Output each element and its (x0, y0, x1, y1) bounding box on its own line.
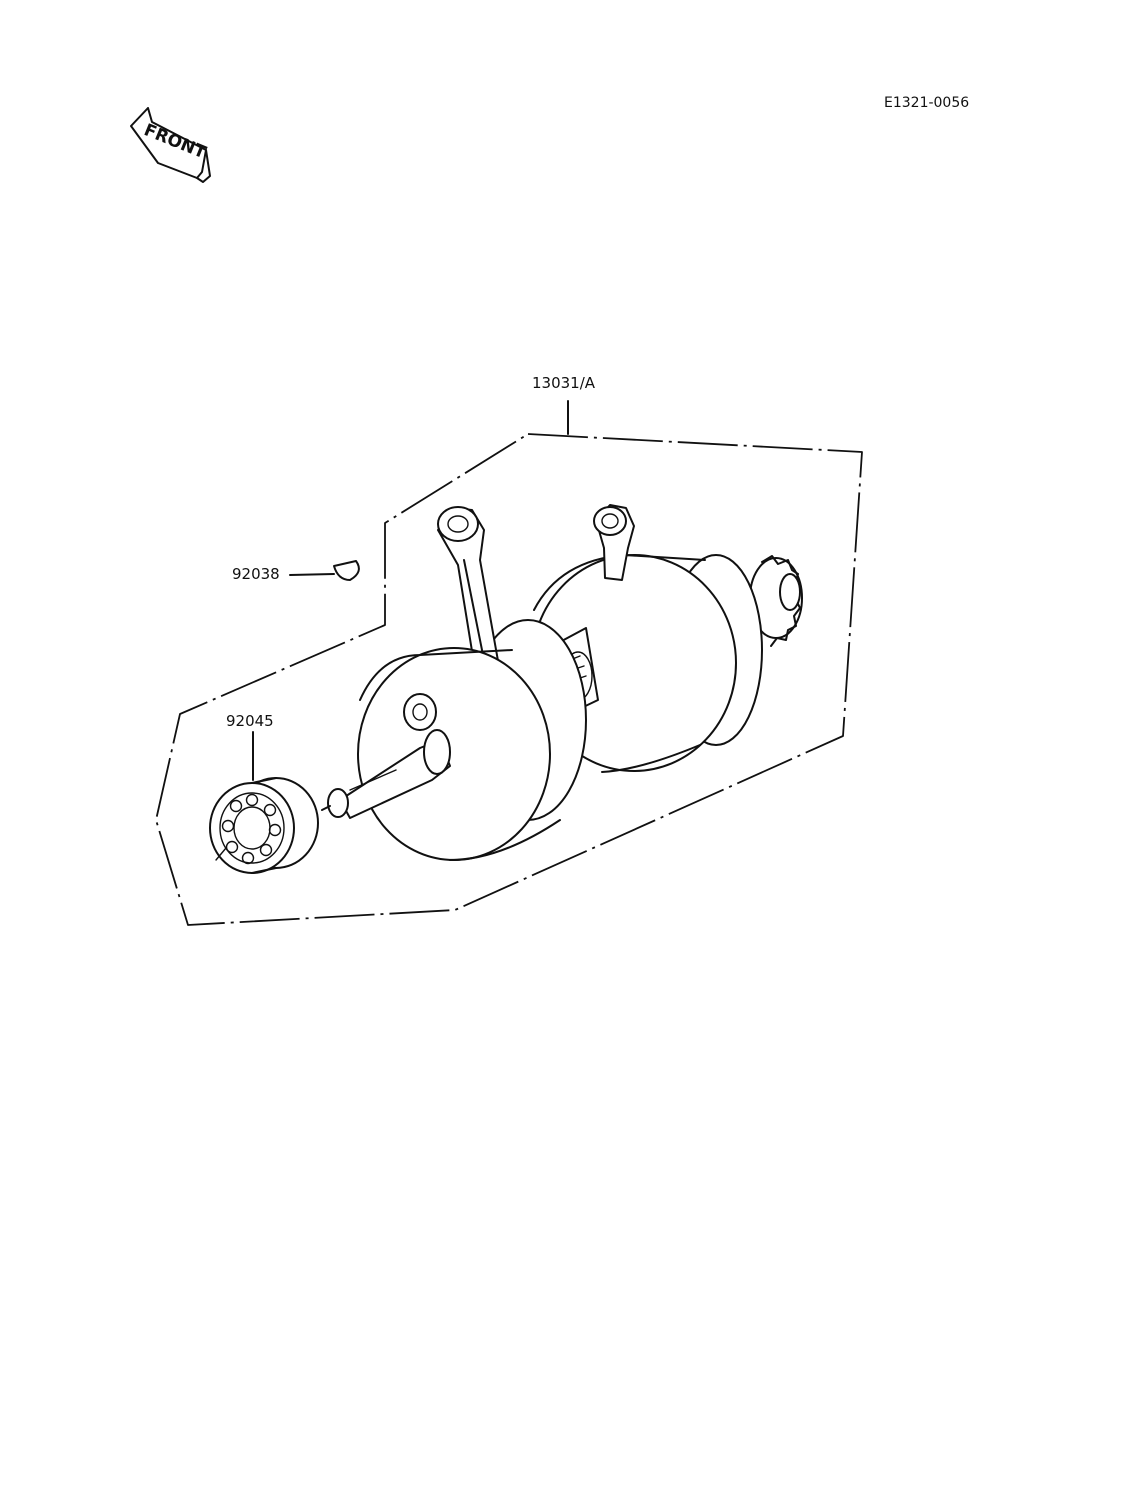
crankshaft (321, 504, 803, 861)
assembly-boundary (155, 433, 863, 926)
front-arrow-label: FRONT (141, 120, 209, 163)
callout-13031: 13031/A (532, 374, 596, 392)
callout-92038: 92038 (232, 565, 280, 583)
leader-92038 (289, 573, 335, 576)
front-arrow-icon: FRONT (130, 107, 211, 183)
woodruff-key (333, 560, 360, 581)
diagram-code: E1321-0056 (884, 95, 969, 111)
ball-bearing (209, 777, 319, 874)
callout-92045: 92045 (226, 712, 274, 730)
